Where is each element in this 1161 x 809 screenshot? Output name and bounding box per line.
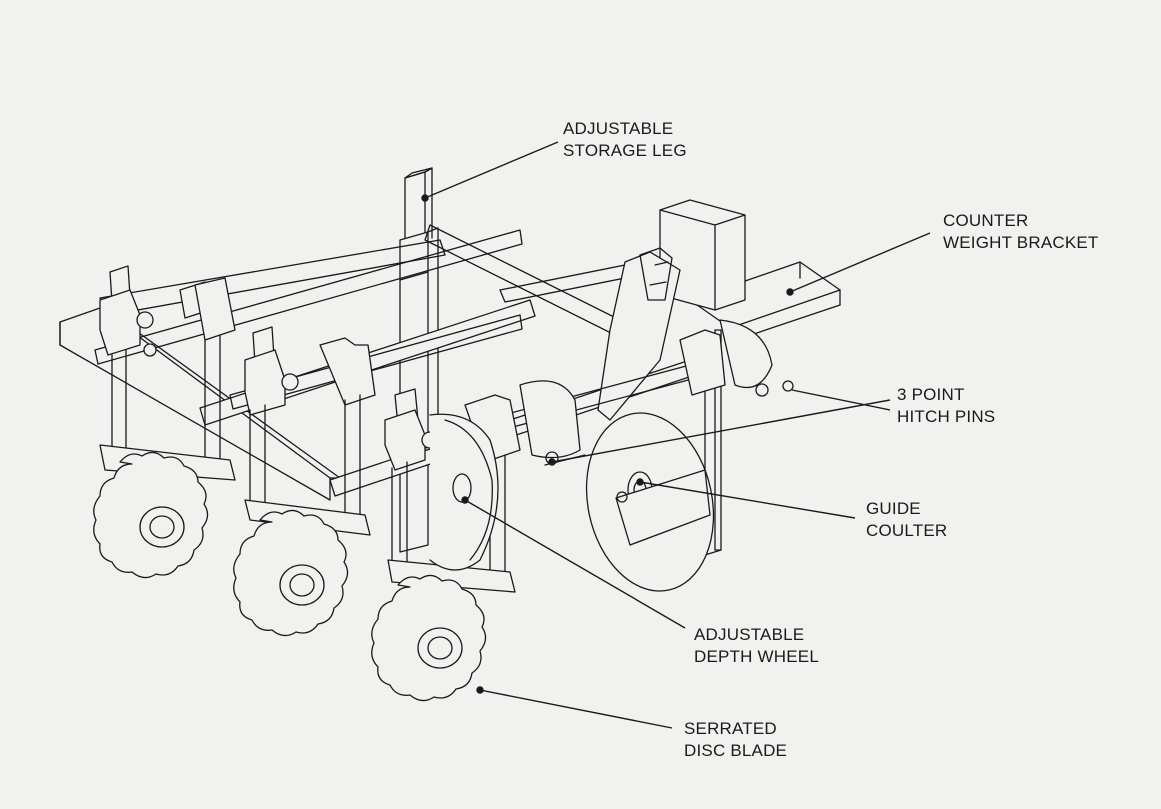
guide-coulter bbox=[585, 412, 715, 592]
label-line: HITCH PINS bbox=[897, 407, 996, 426]
hitch-plates bbox=[519, 319, 794, 466]
label-line: ADJUSTABLE bbox=[694, 625, 805, 644]
label-line: SERRATED bbox=[684, 719, 777, 738]
label-line: ADJUSTABLE bbox=[563, 119, 674, 138]
leader-hitch-pin-right bbox=[791, 389, 891, 411]
leader-depth-wheel bbox=[464, 499, 686, 629]
label-line: DEPTH WHEEL bbox=[694, 647, 819, 666]
label-line: DISC BLADE bbox=[684, 741, 788, 760]
leader-counter-weight bbox=[789, 232, 931, 293]
leader-hitch-pin-left bbox=[551, 399, 891, 463]
label-line: WEIGHT BRACKET bbox=[943, 233, 1099, 252]
leader-storage-leg bbox=[424, 141, 559, 199]
serrated-discs bbox=[93, 451, 487, 702]
label-line: COUNTER bbox=[943, 211, 1029, 230]
label-hitch-pins: 3 POINT HITCH PINS bbox=[897, 384, 995, 428]
label-line: COULTER bbox=[866, 521, 948, 540]
depth-wheel bbox=[429, 413, 499, 571]
clamp-brackets bbox=[99, 265, 726, 471]
leader-disc-blade bbox=[479, 689, 673, 729]
label-line: 3 POINT bbox=[897, 385, 965, 404]
label-line: STORAGE LEG bbox=[563, 141, 687, 160]
label-adjustable-storage-leg: ADJUSTABLE STORAGE LEG bbox=[563, 118, 687, 162]
label-serrated-disc-blade: SERRATED DISC BLADE bbox=[684, 718, 787, 762]
label-guide-coulter: GUIDE COULTER bbox=[866, 498, 947, 542]
leader-guide-coulter bbox=[639, 481, 856, 519]
label-counter-weight-bracket: COUNTER WEIGHT BRACKET bbox=[943, 210, 1099, 254]
label-line: GUIDE bbox=[866, 499, 921, 518]
label-adjustable-depth-wheel: ADJUSTABLE DEPTH WHEEL bbox=[694, 624, 819, 668]
leader-lines bbox=[421, 141, 931, 729]
